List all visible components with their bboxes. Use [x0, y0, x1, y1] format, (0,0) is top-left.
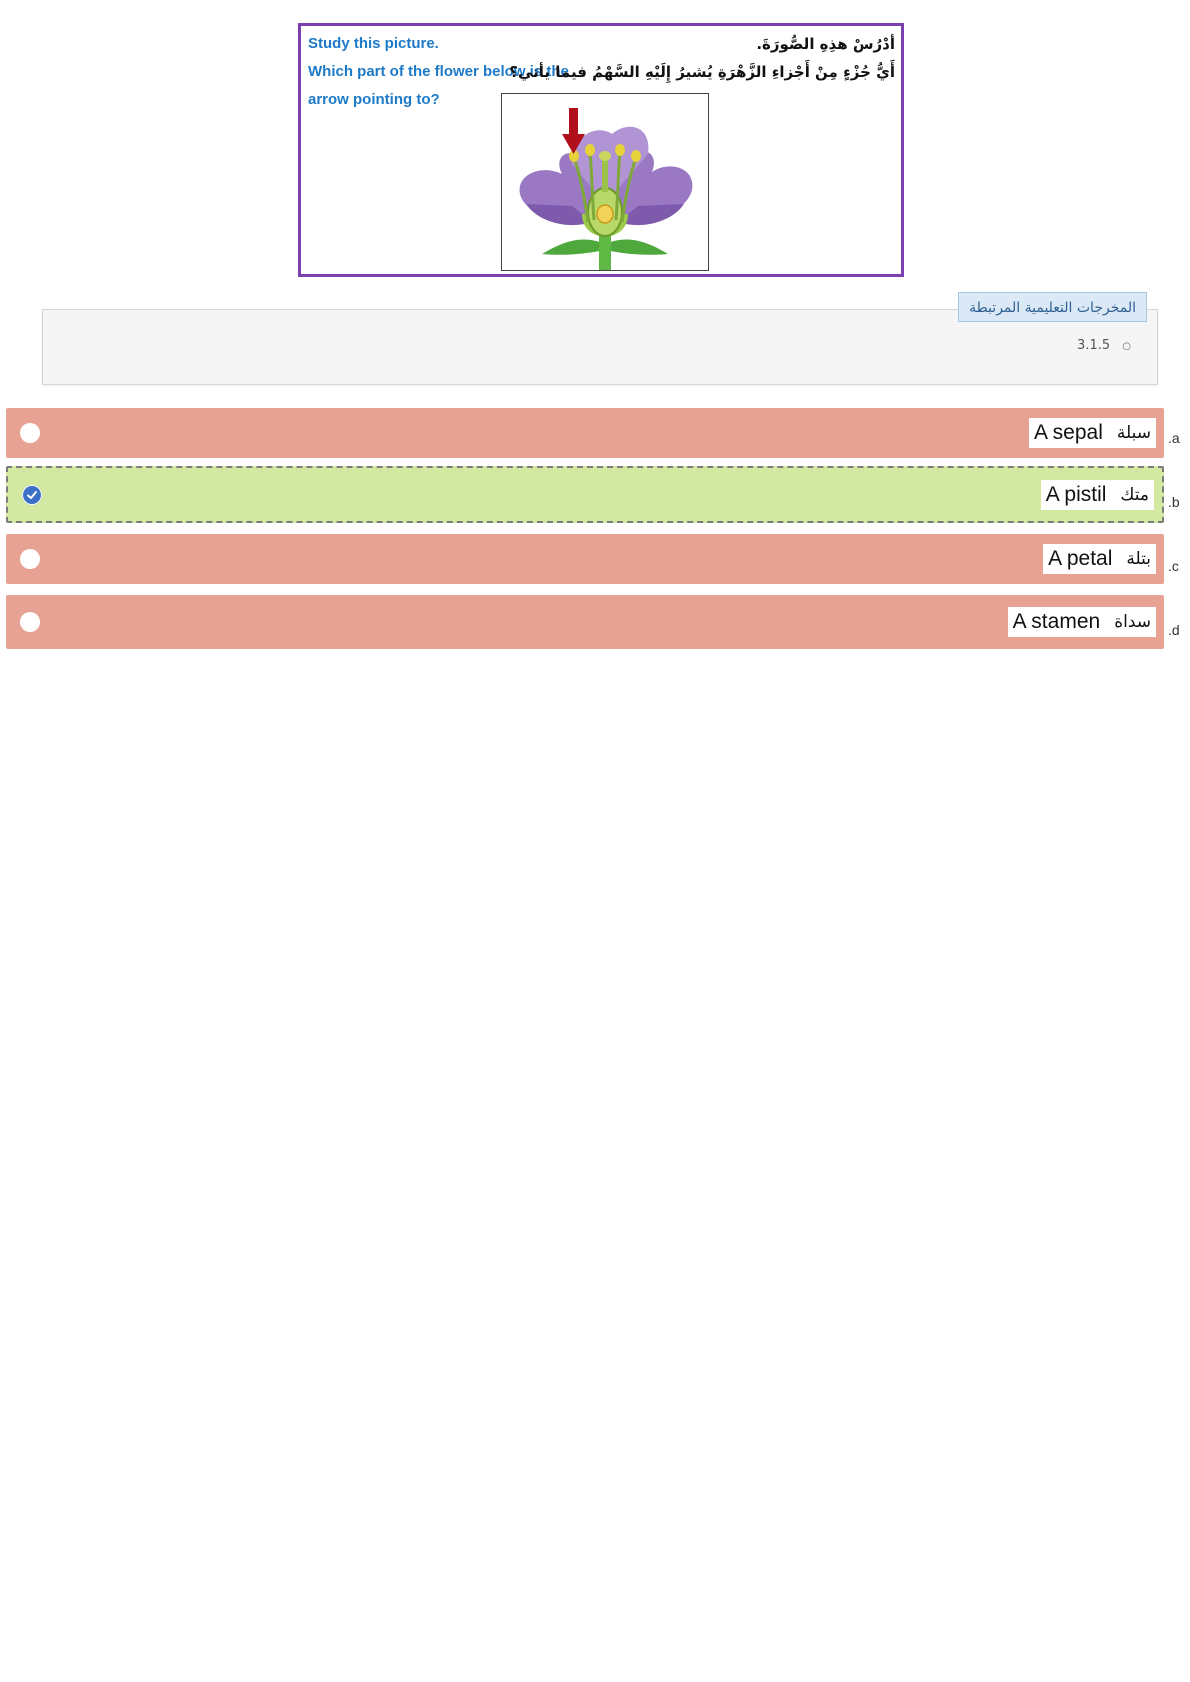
check-icon	[27, 490, 37, 499]
outcome-code: 3.1.5	[1077, 338, 1111, 353]
option-letter-d: .d	[1168, 622, 1180, 638]
question-english: Study this picture. Which part of the fl…	[308, 30, 580, 114]
answer-english-a: A sepal	[1033, 421, 1103, 444]
option-letter-c: .c	[1168, 558, 1179, 574]
question-english-line2: Which part of the flower below is the	[308, 63, 569, 80]
learning-outcomes-panel: المخرجات التعليمية المرتبطة 3.1.5 ○	[42, 292, 1158, 385]
answer-arabic-a: سبلة	[1116, 423, 1151, 443]
option-letter-a: .a	[1168, 430, 1180, 446]
answer-option-d[interactable]: A stamen سداة	[6, 595, 1164, 649]
question-english-line1: Study this picture.	[308, 35, 439, 52]
question-english-line3: arrow pointing to?	[308, 91, 440, 108]
question-arabic-line2: أَيُّ جُزْءٍ مِنْ أَجْزاءِ الزَّهْرَةِ ي…	[509, 63, 895, 81]
answer-english-c: A petal	[1048, 547, 1113, 570]
radio-button-c[interactable]	[20, 549, 40, 569]
answer-english-b: A pistil	[1045, 482, 1107, 506]
radio-button-d[interactable]	[20, 612, 40, 632]
flower-diagram	[501, 93, 709, 271]
answer-option-b[interactable]: A pistil متك	[6, 466, 1164, 523]
radio-button-a[interactable]	[20, 423, 40, 443]
answer-label-b: A pistil متك	[1040, 479, 1154, 510]
outcome-item: 3.1.5 ○	[1077, 338, 1131, 353]
learning-outcomes-tab[interactable]: المخرجات التعليمية المرتبطة	[958, 292, 1147, 322]
circle-bullet-icon: ○	[1122, 341, 1131, 352]
question-arabic-line1: أدْرُسْ هذِهِ الصُّورَةَ.	[756, 35, 895, 53]
question-arabic: أدْرُسْ هذِهِ الصُّورَةَ. أَيُّ جُزْءٍ م…	[509, 30, 895, 86]
answer-option-a[interactable]: A sepal سبلة	[6, 408, 1164, 458]
answer-arabic-b: متك	[1120, 484, 1149, 505]
answer-label-a: A sepal سبلة	[1028, 418, 1156, 448]
flower-diagram-icon	[519, 108, 693, 270]
answer-arabic-d: سداة	[1114, 612, 1151, 632]
radio-button-b[interactable]	[22, 484, 42, 505]
answer-label-c: A petal بتلة	[1043, 544, 1156, 574]
question-box: Study this picture. Which part of the fl…	[298, 23, 904, 277]
option-letter-b: .b	[1168, 494, 1180, 510]
answer-english-d: A stamen	[1012, 610, 1101, 633]
answer-arabic-c: بتلة	[1126, 549, 1151, 569]
answer-option-c[interactable]: A petal بتلة	[6, 534, 1164, 584]
answer-label-d: A stamen سداة	[1007, 607, 1156, 637]
